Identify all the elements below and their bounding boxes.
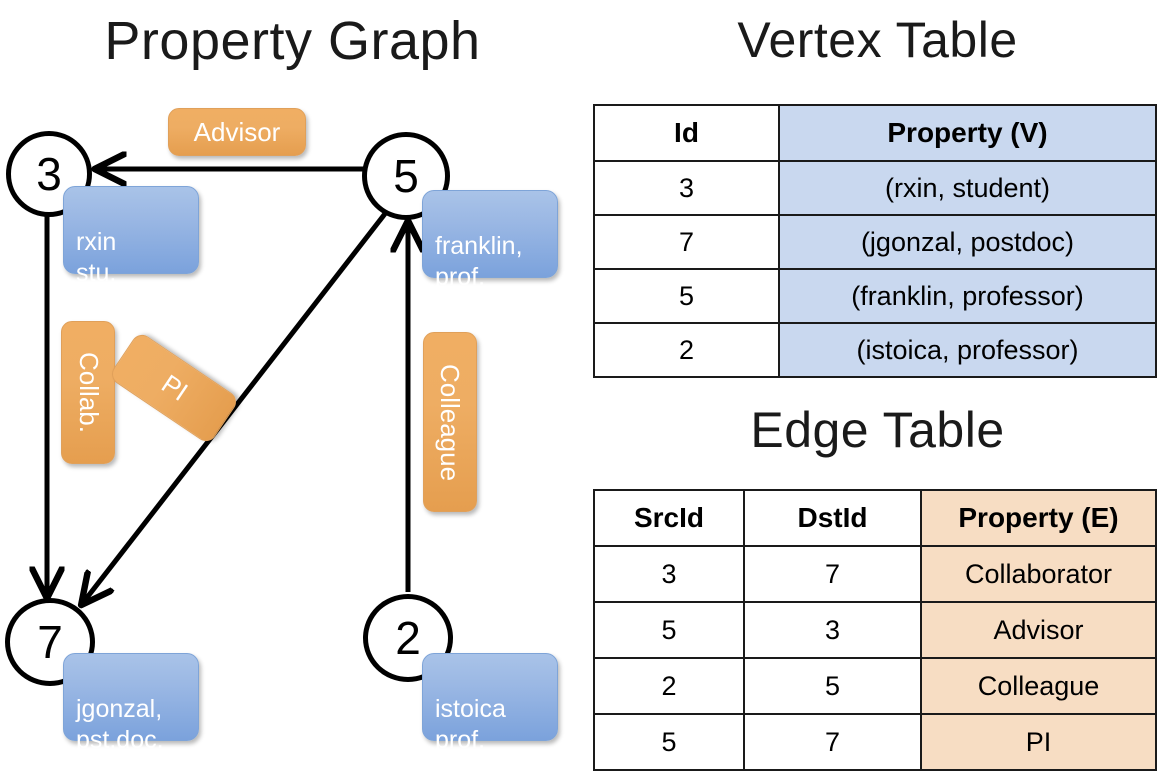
vertex-table: Id Property (V) 3 (rxin, student) 7 (jgo…	[593, 104, 1157, 378]
vertex-property-box-3[interactable]: rxin stu.	[63, 186, 199, 287]
vertex-table-cell-id: 2	[593, 322, 780, 378]
table-row[interactable]: 3 (rxin, student)	[593, 160, 1157, 216]
vertex-node-5[interactable]: 5	[362, 132, 450, 220]
table-row[interactable]: 5 3 Advisor	[593, 601, 1157, 659]
table-row[interactable]: 5 7 PI	[593, 713, 1157, 771]
edge-table-header-srcid: SrcId	[593, 489, 745, 547]
property-graph-diagram: Advisor Collab. PI Colleague 3 5 7 2 rxi…	[0, 0, 585, 760]
edge-table-cell-dstid: 5	[743, 657, 922, 715]
edge-table-cell-srcid: 5	[593, 713, 745, 771]
edge-table-cell-property: Colleague	[920, 657, 1157, 715]
vertex-table-cell-property: (istoica, professor)	[778, 322, 1157, 378]
table-row[interactable]: 2 (istoica, professor)	[593, 322, 1157, 378]
vertex-table-cell-id: 3	[593, 160, 780, 216]
vertex-table-cell-id: 5	[593, 268, 780, 324]
edge-table-cell-property: Collaborator	[920, 545, 1157, 603]
vertex-property-box-5-text: franklin, prof.	[435, 232, 523, 291]
edge-label-collab-text: Collab.	[73, 352, 104, 433]
table-row[interactable]: 7 (jgonzal, postdoc)	[593, 214, 1157, 270]
vertex-table-cell-property: (rxin, student)	[778, 160, 1157, 216]
vertex-table-cell-property: (franklin, professor)	[778, 268, 1157, 324]
edge-table-cell-property: PI	[920, 713, 1157, 771]
graph-edges-layer	[0, 0, 585, 760]
vertex-table-cell-id: 7	[593, 214, 780, 270]
edge-table-header-dstid: DstId	[743, 489, 922, 547]
page-title-vertex-table: Vertex Table	[737, 12, 1018, 68]
vertex-property-box-7-text: jgonzal, pst.doc.	[76, 695, 164, 754]
edge-label-collab[interactable]: Collab.	[61, 321, 115, 464]
vertex-property-box-2[interactable]: istoica prof.	[422, 653, 558, 754]
vertex-property-box-2-text: istoica prof.	[435, 695, 506, 754]
vertex-property-box-3-text: rxin stu.	[76, 228, 117, 287]
vertex-node-3-id: 3	[36, 148, 62, 200]
edge-label-colleague[interactable]: Colleague	[423, 332, 477, 512]
edge-table-cell-srcid: 5	[593, 601, 745, 659]
edge-table-cell-dstid: 7	[743, 545, 922, 603]
edge-label-advisor-text: Advisor	[193, 116, 281, 147]
vertex-table-cell-property: (jgonzal, postdoc)	[778, 214, 1157, 270]
vertex-table-header-property: Property (V)	[778, 104, 1157, 162]
vertex-node-5-id: 5	[393, 150, 419, 202]
edge-label-colleague-text: Colleague	[435, 363, 466, 481]
vertex-node-2[interactable]: 2	[363, 594, 453, 682]
table-row[interactable]: 3 7 Collaborator	[593, 545, 1157, 603]
edge-5-to-7-pi	[82, 204, 393, 604]
edge-table-cell-dstid: 3	[743, 601, 922, 659]
edge-table-cell-srcid: 3	[593, 545, 745, 603]
vertex-property-box-5[interactable]: franklin, prof.	[422, 190, 558, 291]
vertex-table-header-id: Id	[593, 104, 780, 162]
edge-table-cell-srcid: 2	[593, 657, 745, 715]
page-title-edge-table: Edge Table	[750, 402, 1005, 458]
edge-table-header-property: Property (E)	[920, 489, 1157, 547]
vertex-node-2-id: 2	[395, 612, 421, 664]
edge-label-pi-text: PI	[155, 368, 193, 407]
edge-table-header-row: SrcId DstId Property (E)	[593, 489, 1157, 547]
edge-table-cell-property: Advisor	[920, 601, 1157, 659]
vertex-property-box-7[interactable]: jgonzal, pst.doc.	[63, 653, 199, 754]
vertex-node-7-id: 7	[37, 616, 63, 668]
table-row[interactable]: 5 (franklin, professor)	[593, 268, 1157, 324]
edge-label-advisor[interactable]: Advisor	[168, 108, 306, 156]
page-title-property-graph: Property Graph	[104, 11, 481, 71]
edge-table-cell-dstid: 7	[743, 713, 922, 771]
edge-table: SrcId DstId Property (E) 3 7 Collaborato…	[593, 489, 1157, 771]
vertex-table-header-row: Id Property (V)	[593, 104, 1157, 162]
table-row[interactable]: 2 5 Colleague	[593, 657, 1157, 715]
